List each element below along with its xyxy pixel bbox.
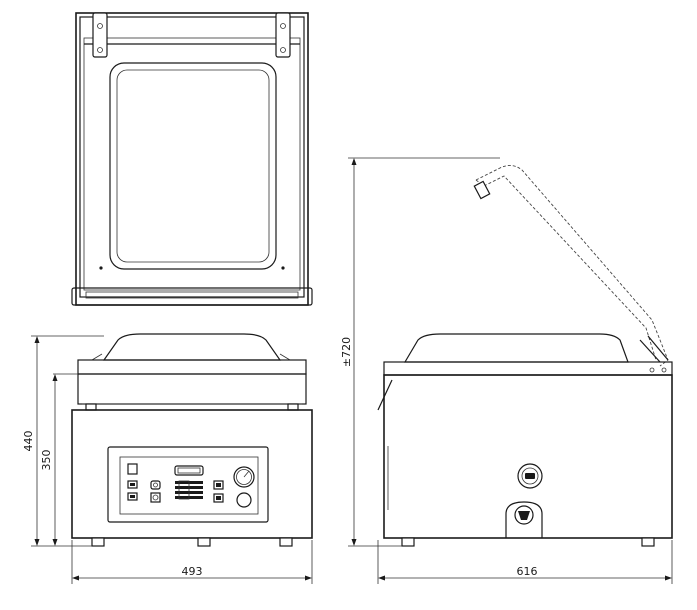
side-latch: [377, 379, 393, 411]
hinge-pin: [661, 367, 667, 373]
stop-button: [236, 492, 252, 508]
front-lid-dome: [102, 333, 282, 361]
control-panel: [119, 456, 259, 515]
screw-dot: [281, 266, 285, 270]
button-column-right: [213, 480, 224, 503]
open-lid-inner: [483, 175, 657, 361]
side-port: [517, 463, 543, 489]
dim-front-total-height: 440: [22, 431, 35, 452]
front-latch-right: [287, 403, 299, 411]
top-view: [71, 12, 313, 306]
top-view-front-lip: [85, 291, 299, 299]
vacuum-gauge: [233, 466, 255, 488]
hinge-pin: [649, 367, 655, 373]
front-lid-rim: [77, 359, 307, 375]
lid-window-outer: [109, 62, 277, 270]
lid-arm: [639, 339, 661, 363]
side-dimensions: [348, 157, 673, 584]
display-window: [174, 465, 204, 476]
front-lid-left-hinge: [91, 353, 103, 361]
side-lid-dome: [403, 333, 629, 363]
led-bar-group: [175, 480, 203, 500]
front-foot-left: [91, 537, 105, 547]
dim-front-width: 493: [182, 565, 203, 578]
front-foot-right: [279, 537, 293, 547]
front-foot-center: [197, 537, 211, 547]
side-power-connector: [505, 501, 543, 538]
side-lid-rim: [383, 361, 673, 376]
control-panel-frame: [107, 446, 269, 523]
front-view: [71, 333, 313, 547]
front-latch-left: [85, 403, 97, 411]
front-body: [71, 409, 313, 539]
side-body: [383, 374, 673, 539]
power-switch: [127, 463, 138, 475]
top-view-lid-plate: [83, 37, 301, 291]
front-dimensions: [31, 335, 313, 584]
display-screen: [177, 467, 201, 474]
top-view-inner-frame: [79, 16, 305, 298]
front-chamber: [77, 373, 307, 405]
screw-dot: [99, 266, 103, 270]
right-hinge: [275, 12, 291, 58]
lid-arm-outer: [647, 335, 669, 361]
dim-side-depth: 616: [517, 565, 538, 578]
dim-front-body-height: 350: [40, 450, 53, 471]
lid-handle: [473, 180, 491, 200]
lid-window-inner: [116, 69, 270, 263]
button-column-mid: [150, 480, 161, 503]
dim-side-open-height: ±720: [340, 337, 353, 367]
side-foot-left: [401, 537, 415, 547]
front-lid-right-hinge: [279, 353, 291, 361]
left-hinge: [92, 12, 108, 58]
side-foot-right: [641, 537, 655, 547]
open-lid-outline: [475, 165, 669, 367]
top-view-base-edge: [71, 287, 313, 306]
side-view: [377, 165, 673, 547]
button-column-left: [127, 480, 138, 501]
